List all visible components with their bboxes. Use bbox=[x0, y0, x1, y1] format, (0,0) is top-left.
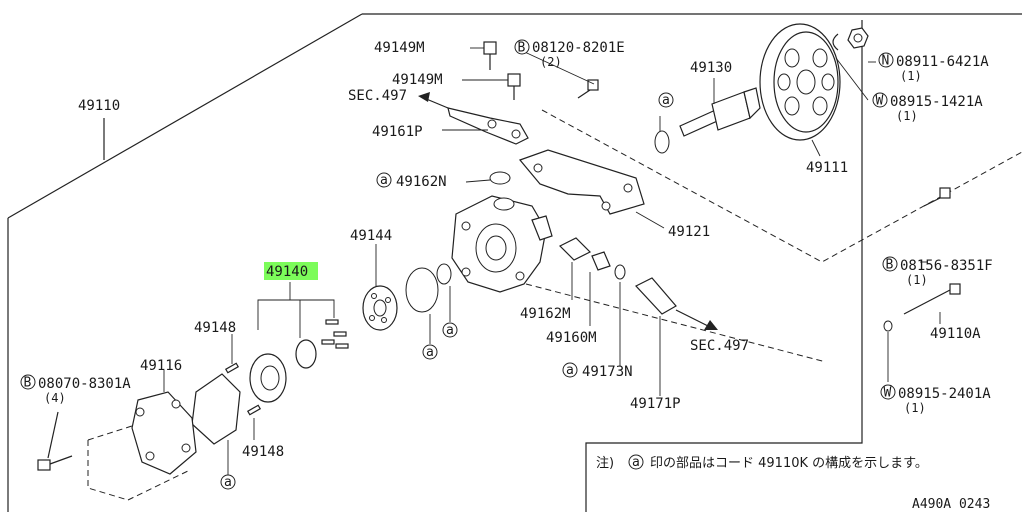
symbol-b-circle bbox=[514, 39, 530, 55]
label-08915-1421: 08915-1421A bbox=[890, 94, 983, 110]
symbol-a: a bbox=[662, 93, 670, 108]
label-08070: 08070-8301A bbox=[38, 376, 131, 392]
label-49130: 49130 bbox=[690, 60, 732, 76]
label-49171p: 49171P bbox=[630, 396, 681, 412]
rear-cover-49116 bbox=[131, 391, 197, 475]
qty-08915-2401: (1) bbox=[904, 401, 926, 415]
symbol-a-circle bbox=[220, 474, 236, 490]
symbol-a: a bbox=[566, 363, 574, 378]
note-text: 印の部品はコード 49110K の構成を示します。 bbox=[650, 456, 928, 471]
label-08120: 08120-8201E bbox=[532, 40, 625, 56]
label-49161p: 49161P bbox=[372, 124, 423, 140]
label-08911: 08911-6421A bbox=[896, 54, 989, 70]
highlight-49140 bbox=[264, 262, 318, 280]
nut-08911 bbox=[832, 27, 869, 51]
label-49162n: 49162N bbox=[396, 174, 447, 190]
cam-ring-49144 bbox=[362, 285, 398, 331]
symbol-a-circle bbox=[376, 172, 392, 188]
label-49121: 49121 bbox=[668, 224, 710, 240]
part-labels: 49110 49149M 49149M B 08120-8201E (2) SE… bbox=[20, 39, 993, 490]
bolt-08070 bbox=[37, 411, 73, 471]
label-49162m: 49162M bbox=[520, 306, 571, 322]
bracket-49121 bbox=[518, 149, 645, 215]
label-49160m: 49160M bbox=[546, 330, 597, 346]
label-49148-a: 49148 bbox=[194, 320, 236, 336]
symbol-b-circle bbox=[882, 256, 898, 272]
symbol-b-circle bbox=[20, 374, 36, 390]
qty-08156: (1) bbox=[906, 273, 928, 287]
section-arrows bbox=[418, 92, 718, 330]
label-08156: 08156-8351F bbox=[900, 258, 993, 274]
symbol-a-circle bbox=[442, 322, 458, 338]
label-49149m-a: 49149M bbox=[374, 40, 425, 56]
pins-49148 bbox=[224, 362, 262, 416]
symbol-a-circle bbox=[562, 362, 578, 378]
symbol-a: a bbox=[380, 173, 388, 188]
symbol-a: a bbox=[426, 345, 434, 360]
symbol-a: a bbox=[224, 475, 232, 490]
leader-lines bbox=[163, 47, 941, 476]
pulley-49111 bbox=[759, 23, 841, 141]
label-49110: 49110 bbox=[78, 98, 120, 114]
footnote: 注) a 印の部品はコード 49110K の構成を示します。 bbox=[596, 454, 928, 471]
symbol-w: W bbox=[884, 386, 892, 401]
bolt-08156 bbox=[883, 187, 961, 332]
symbol-a-circle bbox=[658, 92, 674, 108]
label-49111: 49111 bbox=[806, 160, 848, 176]
symbol-a-circle bbox=[422, 344, 438, 360]
qty-08070: (4) bbox=[44, 391, 66, 405]
symbol-a-circle bbox=[628, 454, 644, 470]
label-08915-2401: 08915-2401A bbox=[898, 386, 991, 402]
label-49110a: 49110A bbox=[930, 326, 981, 342]
label-sec497-b: SEC.497 bbox=[690, 338, 749, 354]
symbol-b: B bbox=[518, 41, 526, 56]
symbol-b: B bbox=[886, 258, 894, 273]
symbol-w-circle bbox=[872, 92, 888, 108]
symbol-w: W bbox=[876, 94, 884, 109]
assembly-frame bbox=[7, 13, 1022, 512]
gasket bbox=[191, 373, 241, 445]
symbol-a: a bbox=[632, 455, 640, 470]
label-sec497-a: SEC.497 bbox=[348, 88, 407, 104]
qty-08911: (1) bbox=[900, 69, 922, 83]
label-49144: 49144 bbox=[350, 228, 392, 244]
pump-body bbox=[451, 171, 553, 293]
shaft-49130 bbox=[654, 87, 761, 154]
dashed-subframe bbox=[87, 109, 1023, 501]
symbol-b: B bbox=[24, 376, 32, 391]
label-49140: 49140 bbox=[266, 264, 308, 280]
label-49173n: 49173N bbox=[582, 364, 633, 380]
label-49149m-b: 49149M bbox=[392, 72, 443, 88]
symbol-n-circle bbox=[878, 52, 894, 68]
label-49116: 49116 bbox=[140, 358, 182, 374]
diagram-code: A490A 0243 bbox=[912, 497, 990, 512]
o-rings bbox=[405, 263, 452, 313]
note-prefix: 注) bbox=[596, 456, 614, 471]
qty-08915-1421: (1) bbox=[896, 109, 918, 123]
symbol-w-circle bbox=[880, 384, 896, 400]
cartridge-49140 bbox=[249, 319, 349, 403]
bracket-49161p bbox=[447, 41, 599, 145]
valve-parts bbox=[558, 237, 677, 315]
label-49148-b: 49148 bbox=[242, 444, 284, 460]
symbol-n: N bbox=[882, 54, 890, 69]
symbol-a: a bbox=[446, 323, 454, 338]
qty-08120: (2) bbox=[540, 55, 562, 69]
